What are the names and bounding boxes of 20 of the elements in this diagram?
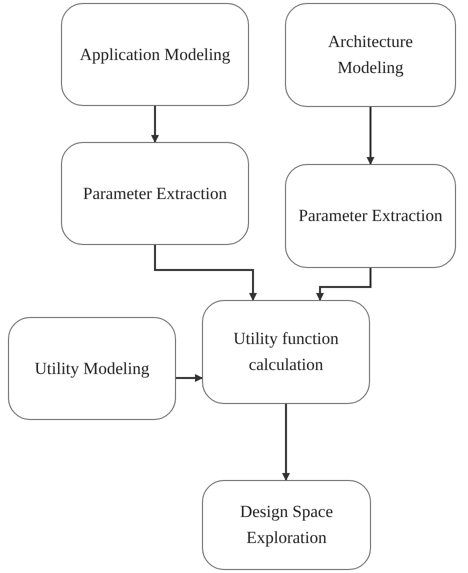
arrow (282, 404, 290, 481)
process-box (285, 3, 456, 107)
process-box (202, 300, 370, 404)
box-label: Architecture Modeling (327, 31, 414, 79)
box-label: Application Modeling (80, 44, 230, 66)
box-label: Parameter Extraction (298, 205, 442, 227)
arrow (316, 268, 372, 301)
process-box (61, 142, 249, 245)
arrow (176, 374, 203, 382)
box-label: Design Space Exploration (238, 501, 334, 549)
arrow (366, 107, 374, 165)
box-label: Utility Modeling (34, 358, 150, 380)
process-box (202, 480, 371, 570)
box-label: Parameter Extraction (83, 182, 227, 204)
arrow (154, 245, 257, 301)
process-box (285, 164, 456, 268)
arrow (151, 106, 159, 143)
process-box (8, 317, 176, 420)
process-box (61, 3, 249, 106)
box-label: Utility function calculation (232, 328, 340, 376)
